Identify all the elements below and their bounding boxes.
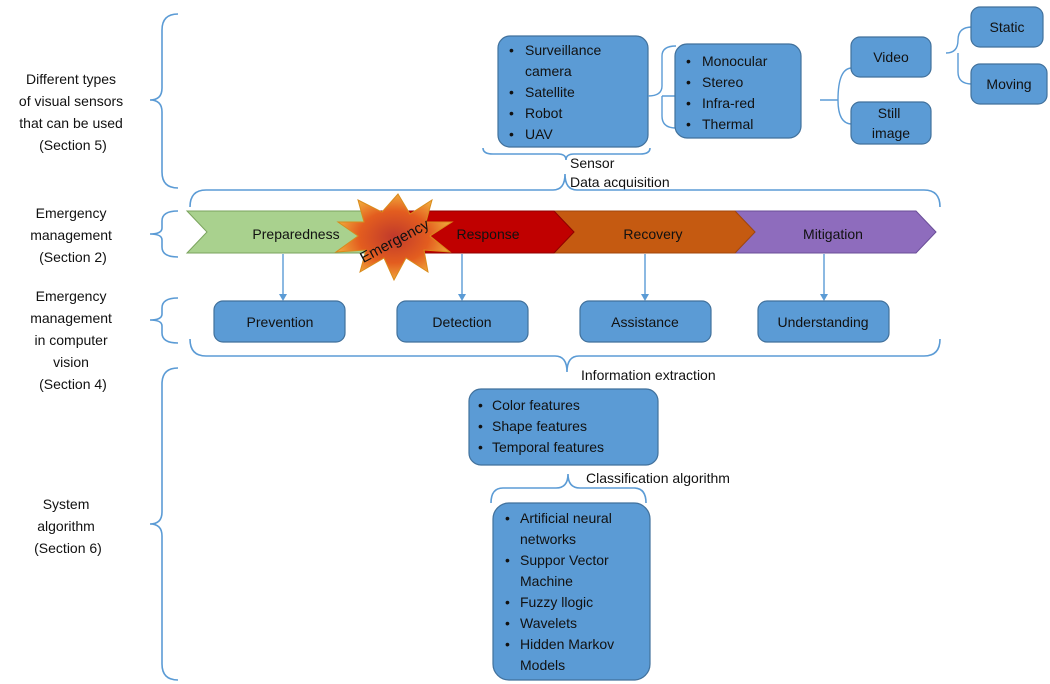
brace-sensors <box>149 13 179 189</box>
arrowhead-response <box>458 294 466 301</box>
phase-preparedness-label: Preparedness <box>252 226 339 242</box>
static-label: Static <box>989 19 1024 35</box>
phase-mitigation-label: Mitigation <box>803 226 863 242</box>
sensor-types-list: •Monocular •Stereo •Infra-red •Thermal <box>686 53 771 132</box>
brace-data-acquisition <box>189 173 941 208</box>
phase-recovery-label: Recovery <box>623 226 682 242</box>
caption-data-acquisition: Data acquisition <box>570 174 670 190</box>
connector-types-modes <box>820 67 853 125</box>
moving-box <box>970 63 1048 105</box>
sensor-platforms-box <box>497 35 649 148</box>
cv-task-assistance <box>579 300 712 343</box>
arrowhead-recovery <box>641 294 649 301</box>
connector-video-modes <box>945 26 973 85</box>
video-label: Video <box>873 49 909 65</box>
video-box <box>850 36 932 78</box>
brace-sensor <box>482 147 651 161</box>
cv-task-understanding <box>757 300 890 343</box>
brace-information-extraction <box>189 338 941 373</box>
cv-task-understanding-label: Understanding <box>777 314 868 330</box>
arrowhead-mitigation <box>820 294 828 301</box>
caption-sensor: Sensor <box>570 155 615 171</box>
arrowhead-preparedness <box>279 294 287 301</box>
label-emergency-management: Emergency management (Section 2) <box>30 205 116 265</box>
brace-classification <box>490 473 647 504</box>
emergency-burst <box>334 193 454 282</box>
cv-task-prevention-label: Prevention <box>247 314 314 330</box>
still-image-label: Still image <box>872 105 910 141</box>
cv-task-detection-label: Detection <box>432 314 491 330</box>
caption-information-extraction: Information extraction <box>581 367 716 383</box>
label-sensors: Different types of visual sensors that c… <box>19 71 127 153</box>
brace-system-algorithm <box>149 367 179 681</box>
algorithms-box <box>492 502 651 681</box>
cv-task-prevention <box>213 300 346 343</box>
sensor-platforms-list: •Surveillance camera •Satellite •Robot •… <box>509 42 605 142</box>
sensor-types-box <box>674 43 802 139</box>
label-emergency-cv: Emergency management in computer vision … <box>30 288 116 392</box>
brace-emergency-mgmt <box>149 210 179 258</box>
label-system-algorithm: System algorithm (Section 6) <box>34 496 102 556</box>
features-box <box>468 388 659 466</box>
brace-emergency-cv <box>149 297 179 344</box>
moving-label: Moving <box>986 76 1031 92</box>
algorithms-list: •Artificial neural networks •Suppor Vect… <box>505 510 618 673</box>
connector-platform-types <box>647 45 677 129</box>
cv-task-assistance-label: Assistance <box>611 314 679 330</box>
static-box <box>970 6 1044 48</box>
cv-task-detection <box>396 300 529 343</box>
caption-classification: Classification algorithm <box>586 470 730 486</box>
features-list: •Color features •Shape features •Tempora… <box>478 397 604 455</box>
phase-response-label: Response <box>456 226 519 242</box>
still-image-box <box>850 101 932 145</box>
